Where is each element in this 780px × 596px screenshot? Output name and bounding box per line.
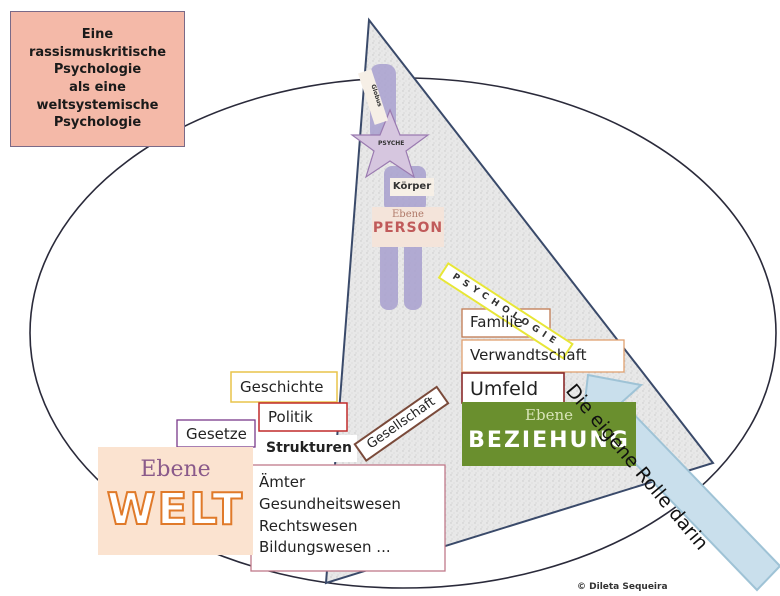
ebene-welt-label: Ebene	[140, 457, 211, 482]
ebene-beziehung-label: Ebene	[525, 406, 573, 424]
aemter-item: Ämter	[259, 473, 306, 491]
strukturen-border	[259, 435, 357, 462]
verwandtschaft-box: Verwandtschaft	[470, 346, 587, 364]
gesundheit-item: Gesundheitswesen	[259, 494, 401, 513]
copyright-text: © Dileta Sequeira	[577, 582, 668, 592]
recht-item: Rechtswesen	[259, 516, 358, 535]
gesetze-border	[176, 419, 256, 448]
politik-border	[258, 402, 348, 432]
geschichte-border	[230, 371, 338, 403]
title-line: Psychologie	[53, 115, 142, 131]
title-box: Eine rassismuskritische Psychologie als …	[10, 11, 185, 147]
gesetze-box: Gesetze	[186, 425, 247, 443]
ebene-person-label: Ebene	[392, 209, 424, 220]
ebene-beziehung: Ebene BEZIEHUNG	[462, 402, 636, 466]
umfeld-box: Umfeld	[470, 378, 539, 400]
strukturen-box: Strukturen	[266, 440, 352, 456]
ebene-welt: Ebene WELT	[98, 447, 253, 555]
aemter-border	[250, 464, 446, 572]
familie-box: Familie	[470, 313, 523, 331]
psyche-star	[350, 108, 430, 179]
umfeld-border	[461, 372, 565, 404]
title-line: weltsystemische	[36, 97, 159, 113]
ebene-welt-word: WELT	[106, 483, 245, 536]
title-line: Eine	[81, 27, 114, 43]
politik-box: Politik	[268, 408, 313, 426]
title-line: rassismuskritische	[28, 44, 167, 60]
ebene-person-word: PERSON	[372, 220, 444, 236]
title-line: als eine	[69, 80, 126, 95]
title-line: Psychologie	[53, 62, 142, 78]
ebene-person: Ebene PERSON	[372, 207, 444, 247]
aemter-box: Ämter Gesundheitswesen Rechtswesen Bildu…	[253, 470, 407, 561]
psyche-tag: PSYCHE	[378, 140, 405, 147]
koerper-tag: Körper	[390, 178, 434, 196]
geschichte-box: Geschichte	[240, 378, 324, 396]
ebene-beziehung-word: BEZIEHUNG	[468, 428, 630, 453]
bildung-item: Bildungswesen ...	[259, 538, 391, 557]
